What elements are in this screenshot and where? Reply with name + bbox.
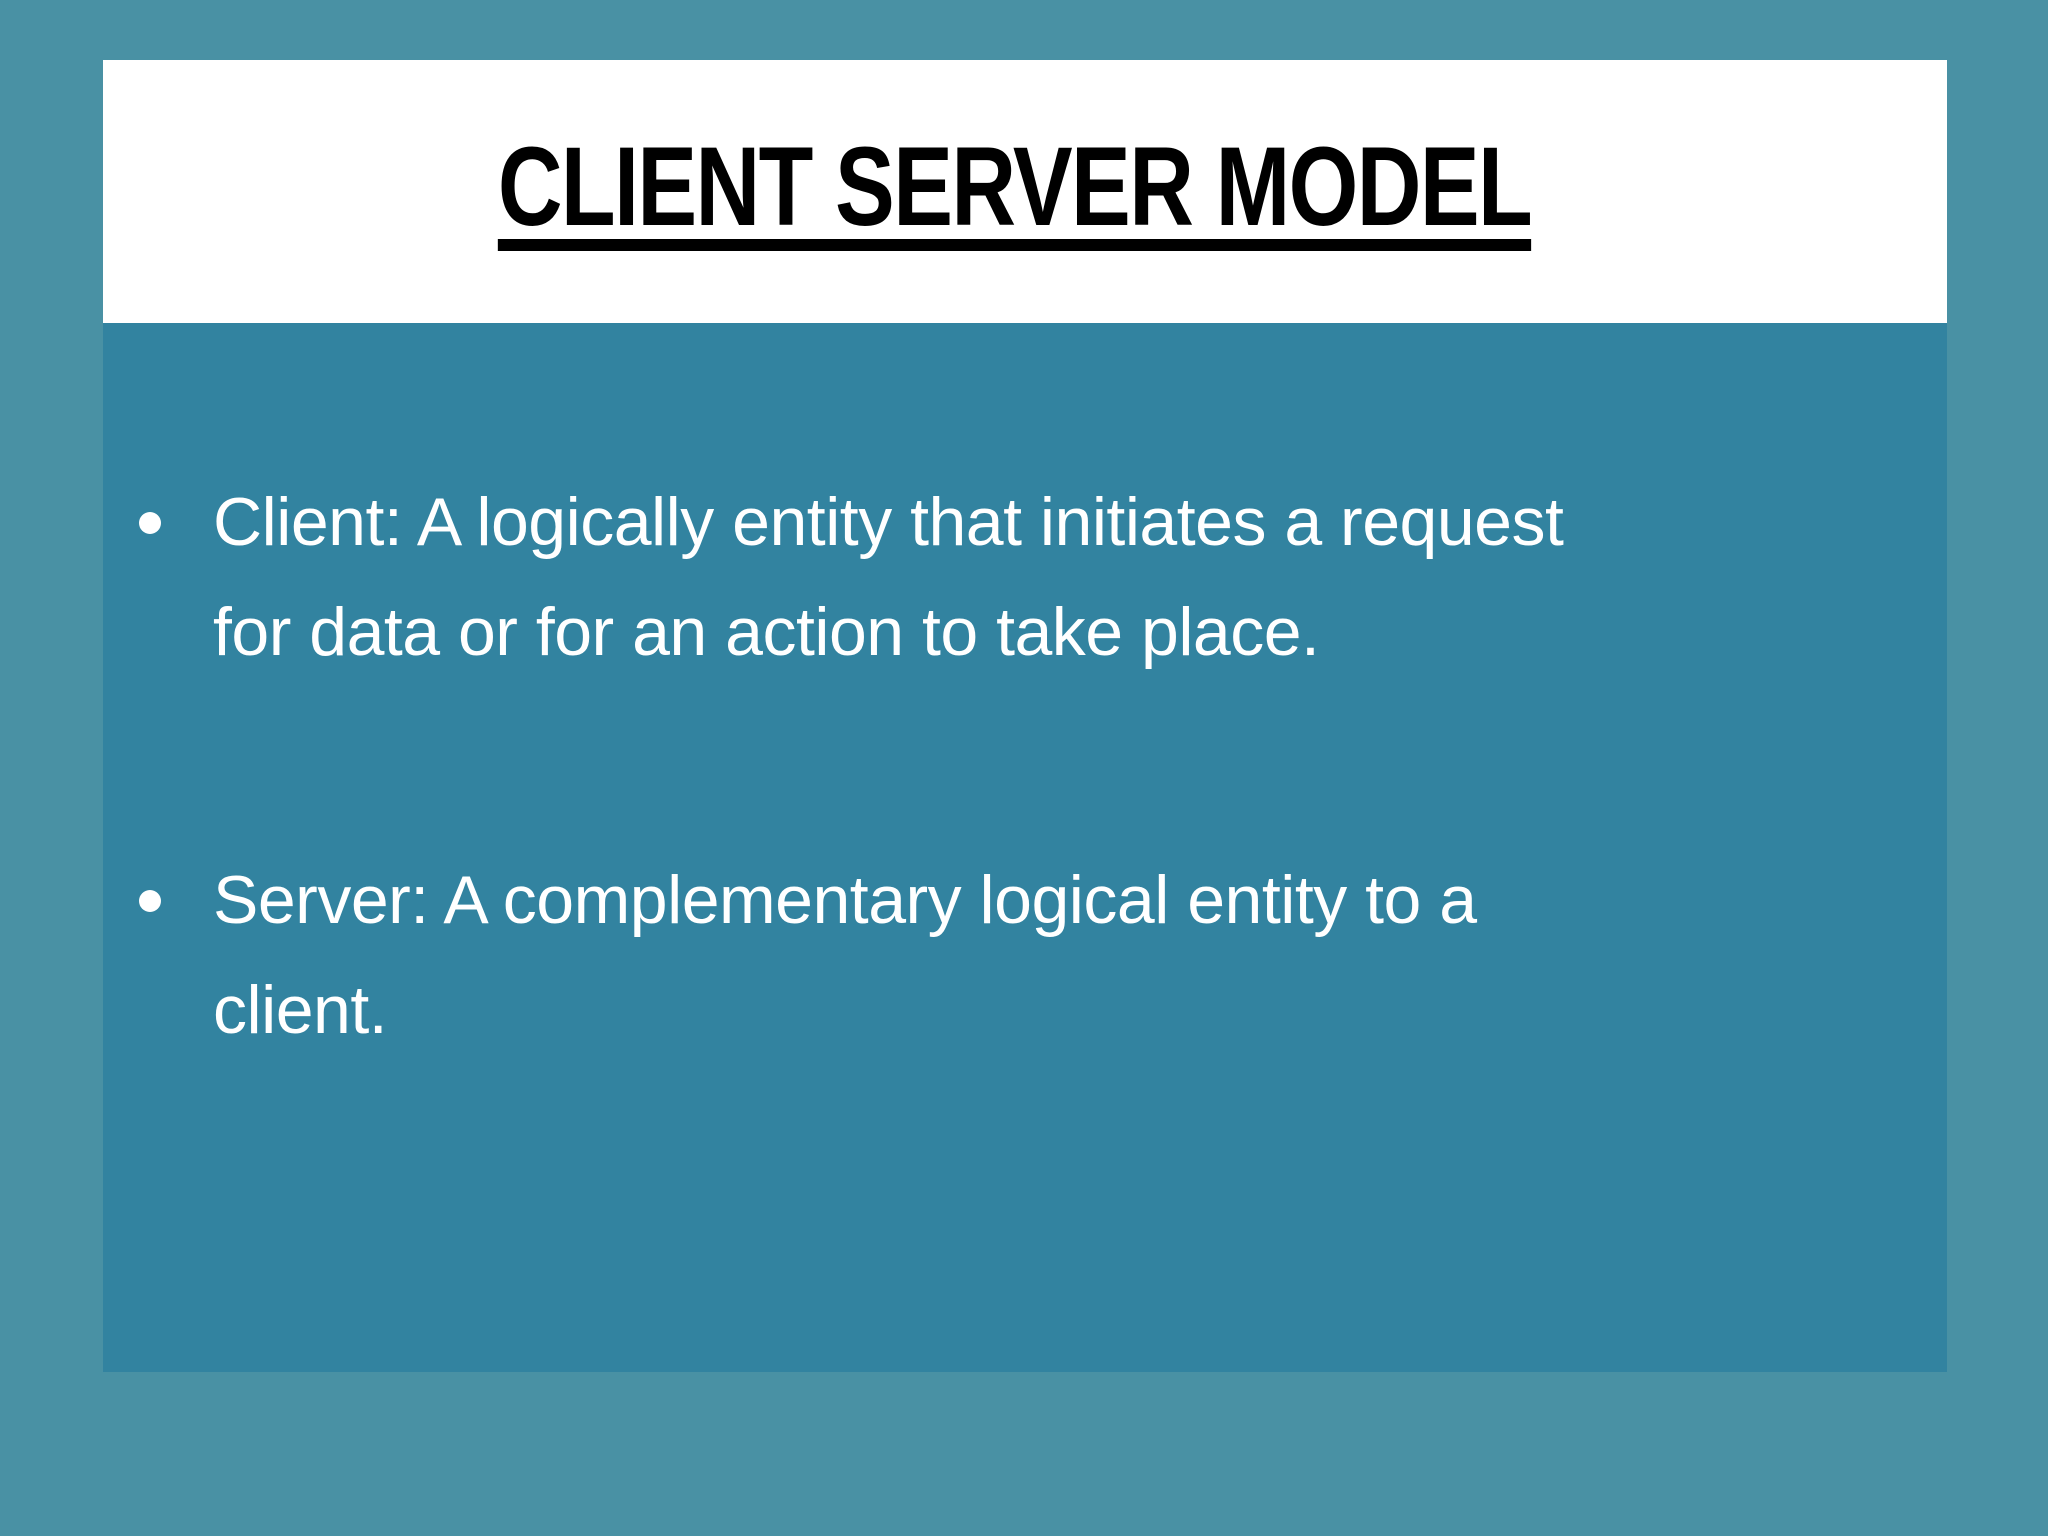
bullet-icon (133, 467, 213, 577)
bullet-text-server: Server: A complementary logical entity t… (213, 845, 1907, 1065)
bullet-line: Client: A logically entity that initiate… (213, 484, 1564, 560)
slide-header: CLIENT SERVER MODEL (103, 60, 1947, 323)
bullet-line: for data or for an action to take place. (213, 594, 1320, 670)
bullet-dot-icon (139, 512, 161, 534)
content-panel: Client: A logically entity that initiate… (103, 323, 1947, 1372)
bullet-dot-icon (139, 890, 161, 912)
bullet-icon (133, 845, 213, 955)
bullet-item-server: Server: A complementary logical entity t… (133, 845, 1907, 1065)
bullet-line: Server: A complementary logical entity t… (213, 862, 1477, 938)
bullet-item-client: Client: A logically entity that initiate… (133, 467, 1907, 687)
slide-title: CLIENT SERVER MODEL (498, 123, 1533, 249)
bullet-list: Client: A logically entity that initiate… (133, 467, 1907, 1065)
bullet-text-client: Client: A logically entity that initiate… (213, 467, 1907, 687)
bullet-line: client. (213, 972, 388, 1048)
